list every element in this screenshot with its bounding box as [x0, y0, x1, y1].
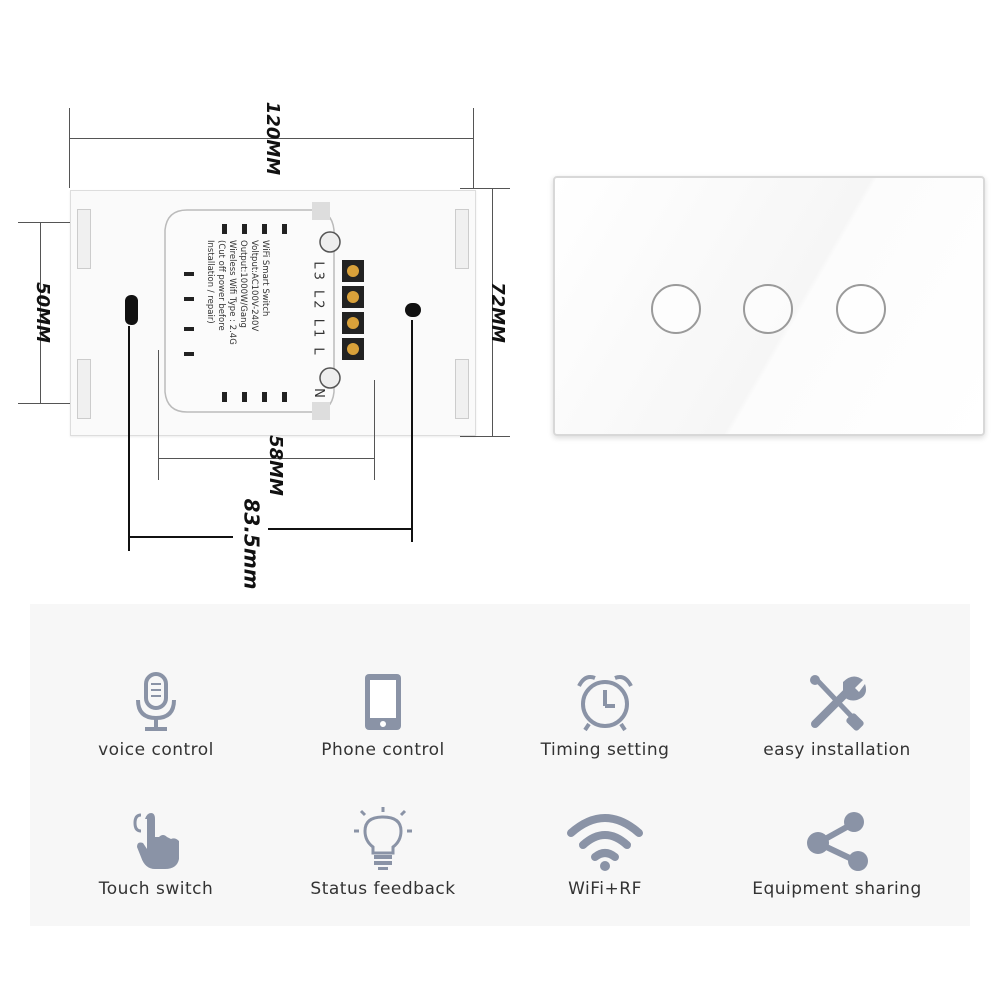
module-spec-line: Wireless Wifi Type : 2.4G	[227, 240, 237, 345]
feature-label: voice control	[98, 740, 214, 760]
dim-hole-line-left	[128, 536, 233, 538]
touch-button-2[interactable]	[743, 284, 793, 334]
touch-hand-icon	[46, 807, 266, 871]
touch-button-1[interactable]	[651, 284, 701, 334]
mounting-clip	[77, 209, 91, 269]
module-outline	[164, 202, 364, 420]
dim-module-width-label: 58MM	[264, 435, 286, 496]
module-spec-line: (Cut off power before	[216, 240, 226, 331]
dim-hole-spacing-label: 83.5mm	[239, 498, 264, 590]
mounting-clip	[77, 359, 91, 419]
feature-status-feedback: Status feedback	[273, 807, 493, 899]
dim-hole-right-tick	[411, 320, 413, 542]
dim-right-height-label: 72MM	[486, 282, 508, 343]
feature-label: WiFi+RF	[568, 879, 642, 899]
feature-label: Touch switch	[98, 879, 214, 899]
smartphone-icon	[273, 668, 493, 732]
terminal-labels: L3 L2 L1 L	[310, 261, 326, 358]
feature-phone-control: Phone control	[273, 668, 493, 760]
mounting-clip	[455, 359, 469, 419]
dim-top-line	[69, 138, 473, 139]
lightbulb-icon	[273, 807, 493, 871]
module-spec-line: WiFi Smart Switch	[260, 240, 270, 317]
feature-wifi-rf: WiFi+RF	[495, 807, 715, 899]
module-spec-line: Installation / repair)	[205, 240, 215, 324]
module-spec-text: WiFi Smart Switch Voltput:AC100V-240V Ou…	[204, 240, 270, 345]
feature-timing-setting: Timing setting	[495, 668, 715, 760]
feature-label: Timing setting	[540, 740, 670, 760]
feature-label: Phone control	[321, 740, 445, 760]
dim-top-right-tick	[473, 108, 474, 188]
dim-left-line	[40, 222, 41, 403]
dim-width-label: 120MM	[262, 101, 284, 176]
dim-58-right-tick	[374, 380, 375, 480]
features-panel: voice control Phone control Timing setti	[30, 604, 970, 926]
tools-icon	[727, 668, 947, 732]
dim-right-top-tick	[460, 188, 510, 189]
feature-touch-switch: Touch switch	[46, 807, 266, 899]
mounting-clip	[455, 209, 469, 269]
microphone-icon	[46, 668, 266, 732]
module-spec-line: Voltput:AC100V-240V	[249, 240, 259, 332]
screw-hole	[405, 303, 421, 317]
dim-top-left-tick	[69, 108, 70, 188]
feature-label: easy installation	[763, 740, 911, 760]
dim-58-line	[158, 458, 374, 459]
dim-right-bottom-tick	[460, 436, 510, 437]
dim-hole-line-right	[268, 528, 412, 530]
smart-switch-module: L3 L2 L1 L N WiFi Smart Switch Voltput:A…	[162, 202, 367, 420]
dim-left-height-label: 50MM	[31, 282, 53, 343]
feature-equipment-sharing: Equipment sharing	[727, 807, 947, 899]
share-icon	[727, 807, 947, 871]
feature-easy-installation: easy installation	[727, 668, 947, 760]
dim-58-left-tick	[158, 350, 159, 480]
screw-hole	[125, 295, 138, 325]
wifi-icon	[495, 807, 715, 871]
neutral-label: N	[310, 388, 326, 401]
feature-label: Status feedback	[310, 879, 456, 899]
alarm-clock-icon	[495, 668, 715, 732]
feature-label: Equipment sharing	[752, 879, 922, 899]
feature-voice-control: voice control	[46, 668, 266, 760]
dim-hole-left-tick	[128, 326, 130, 551]
dim-right-line	[492, 188, 493, 436]
module-spec-line: Output:1000W/Gang	[238, 240, 248, 328]
touch-button-3[interactable]	[836, 284, 886, 334]
switch-front-panel	[553, 176, 985, 436]
